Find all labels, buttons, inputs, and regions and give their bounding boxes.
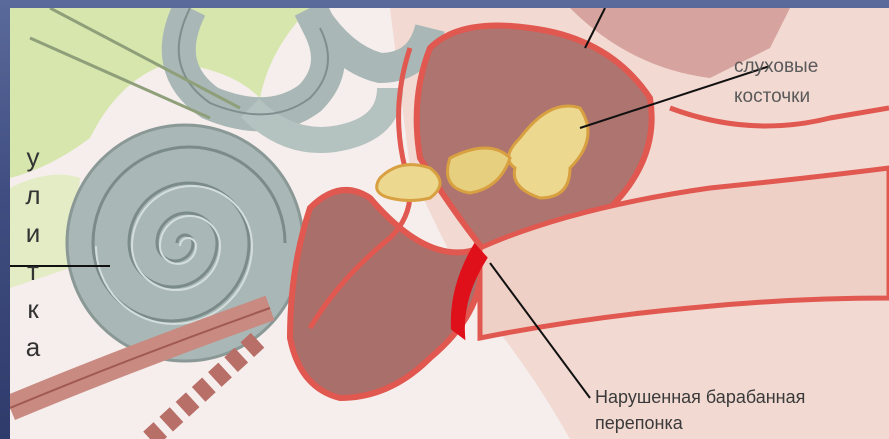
membrane-label-line-2: перепонка [595, 410, 805, 436]
cochlea-letter: т [20, 252, 46, 290]
ossicles-label: слуховые косточки [734, 52, 818, 112]
cochlea-letter: л [20, 176, 46, 214]
cochlea-letter: к [20, 290, 46, 328]
cochlea-label: у л и т к а [20, 138, 46, 366]
membrane-label-line-1: Нарушенная барабанная [595, 384, 805, 410]
ossicles-label-line-2: косточки [734, 82, 818, 112]
cochlea-letter: а [20, 328, 46, 366]
ossicles-label-line-1: слуховые [734, 52, 818, 82]
ear-anatomy-illustration: слуховые косточки Нарушенная барабанная … [10, 8, 889, 439]
cochlea-letter: у [20, 138, 46, 176]
cochlea-letter: и [20, 214, 46, 252]
membrane-label: Нарушенная барабанная перепонка [595, 384, 805, 436]
